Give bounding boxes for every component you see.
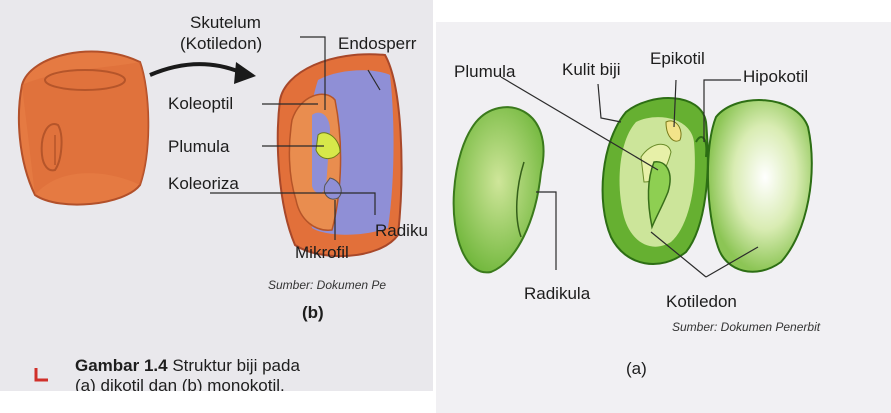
label-radikula-a: Radikula xyxy=(524,284,591,303)
label-kotiledon-paren: (Kotiledon) xyxy=(180,34,262,53)
panel-letter-a: (a) xyxy=(626,359,647,378)
panel-b-monocot: Skutelum (Kotiledon) Endosperr Koleoptil… xyxy=(0,0,433,391)
label-mikrofil: Mikrofil xyxy=(295,243,349,262)
label-koleoptil: Koleoptil xyxy=(168,94,233,113)
caption-marker xyxy=(36,368,48,380)
label-kulit-biji: Kulit biji xyxy=(562,60,621,79)
source-note-a: Sumber: Dokumen Penerbit xyxy=(672,320,821,334)
dicot-diagram: Plumula Kulit biji Epikotil Hipokotil Ra… xyxy=(436,22,891,391)
bean-right xyxy=(708,100,812,272)
label-skutelum: Skutelum xyxy=(190,13,261,32)
label-radikula: Radiku xyxy=(375,221,428,240)
source-note-b: Sumber: Dokumen Pe xyxy=(268,278,386,292)
panel-a-dicot: Plumula Kulit biji Epikotil Hipokotil Ra… xyxy=(436,22,891,413)
caption-line1: Struktur biji pada xyxy=(168,356,301,375)
label-kotiledon: Kotiledon xyxy=(666,292,737,311)
corn-kernel-whole xyxy=(19,52,148,205)
label-epikotil: Epikotil xyxy=(650,49,705,68)
label-endosperm: Endosperr xyxy=(338,34,417,53)
label-plumula-a: Plumula xyxy=(454,62,516,81)
svg-text:Gambar 1.4 Struktur biji pada: Gambar 1.4 Struktur biji pada xyxy=(75,356,300,375)
label-hipokotil: Hipokotil xyxy=(743,67,808,86)
label-plumula: Plumula xyxy=(168,137,230,156)
caption-title: Gambar 1.4 xyxy=(75,356,168,375)
panel-letter-b: (b) xyxy=(302,303,324,322)
bean-left xyxy=(454,107,544,272)
caption-line2: (a) dikotil dan (b) monokotil. xyxy=(75,376,285,391)
transform-arrow xyxy=(150,64,240,75)
label-koleoriza: Koleoriza xyxy=(168,174,239,193)
bean-middle xyxy=(603,98,708,264)
monocot-diagram: Skutelum (Kotiledon) Endosperr Koleoptil… xyxy=(0,0,433,391)
